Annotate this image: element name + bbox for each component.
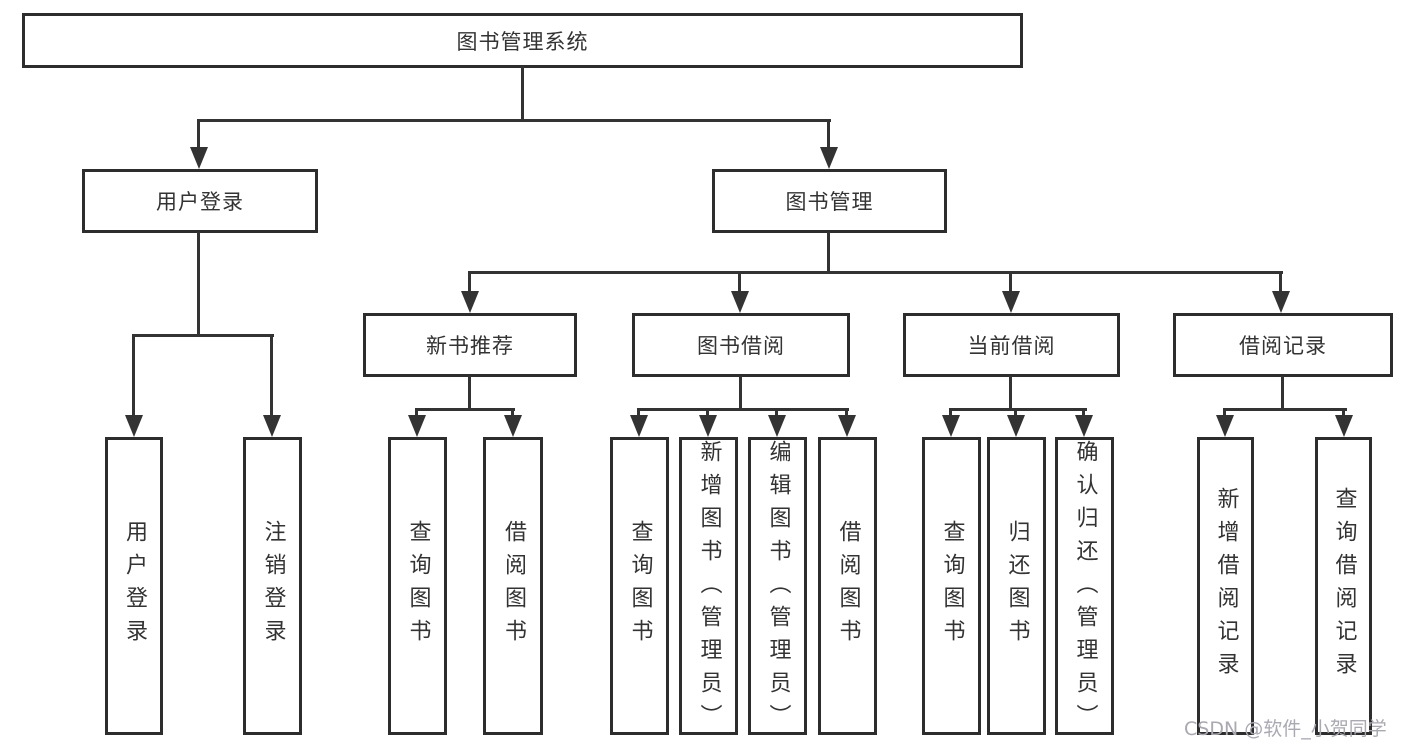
connector (197, 119, 831, 122)
arrow-down (942, 409, 960, 437)
node-user-login-label: 用户登录 (156, 190, 244, 214)
leaf-query-books-recommend: 查询图书 (388, 437, 447, 735)
csdn-watermark: CSDN @软件_小贺同学 (1184, 718, 1387, 740)
leaf-query-books-current-label: 查询图书 (939, 520, 965, 652)
arrow-down (1007, 409, 1025, 437)
arrow-down (461, 272, 479, 313)
arrow-down (699, 409, 717, 437)
arrow-down (820, 120, 838, 169)
leaf-query-books-recommend-label: 查询图书 (405, 520, 431, 652)
leaf-add-books-admin: 新增图书（管理员） (679, 437, 738, 737)
leaf-confirm-return-admin-label: 确认归还（管理员） (1072, 440, 1098, 737)
leaf-query-books-current: 查询图书 (922, 437, 981, 735)
leaf-borrow-books: 借阅图书 (818, 437, 877, 735)
arrow-down (1075, 409, 1093, 437)
arrow-down (408, 409, 426, 437)
leaf-logout-label: 注销登录 (260, 520, 286, 652)
connector (521, 66, 524, 122)
arrow-down (630, 409, 648, 437)
node-root: 图书管理系统 (22, 13, 1023, 68)
node-book-borrow-label: 图书借阅 (697, 334, 785, 358)
arrow-down (504, 409, 522, 437)
leaf-query-borrow-record: 查询借阅记录 (1315, 437, 1372, 735)
arrow-down (1272, 272, 1290, 313)
connector (415, 408, 515, 411)
node-new-book-recommend: 新书推荐 (363, 313, 577, 377)
arrow-down (731, 272, 749, 313)
leaf-return-books-label: 归还图书 (1004, 520, 1030, 652)
connector (468, 271, 1283, 274)
node-book-management-label: 图书管理 (785, 190, 874, 214)
connector (468, 376, 471, 411)
leaf-user-login-label: 用户登录 (122, 520, 147, 652)
leaf-borrow-books-recommend: 借阅图书 (483, 437, 543, 735)
connector (827, 232, 830, 274)
arrow-down (1002, 272, 1020, 313)
leaf-query-books-borrow-label: 查询图书 (627, 520, 653, 652)
node-book-borrow: 图书借阅 (632, 313, 850, 377)
connector (1281, 376, 1284, 411)
leaf-edit-books-admin-label: 编辑图书（管理员） (765, 440, 791, 737)
node-current-borrow: 当前借阅 (903, 313, 1120, 377)
leaf-borrow-books-label: 借阅图书 (835, 520, 861, 652)
leaf-edit-books-admin: 编辑图书（管理员） (748, 437, 807, 737)
connector (1009, 376, 1012, 411)
node-user-login: 用户登录 (82, 169, 318, 233)
leaf-query-borrow-record-label: 查询借阅记录 (1331, 487, 1357, 685)
leaf-add-books-admin-label: 新增图书（管理员） (696, 440, 722, 737)
leaf-confirm-return-admin: 确认归还（管理员） (1055, 437, 1114, 737)
arrow-down (838, 409, 856, 437)
node-borrow-records-label: 借阅记录 (1239, 334, 1327, 358)
node-root-label: 图书管理系统 (456, 29, 589, 54)
leaf-return-books: 归还图书 (987, 437, 1046, 735)
arrow-down (125, 335, 143, 437)
connector (739, 376, 742, 411)
arrow-down (768, 409, 786, 437)
leaf-query-books-borrow: 查询图书 (610, 437, 669, 735)
arrow-down (263, 335, 281, 437)
leaf-logout: 注销登录 (243, 437, 302, 735)
node-current-borrow-label: 当前借阅 (967, 334, 1056, 358)
connector (637, 408, 849, 411)
leaf-borrow-books-recommend-label: 借阅图书 (501, 520, 526, 652)
leaf-add-borrow-record: 新增借阅记录 (1197, 437, 1254, 735)
arrow-down (190, 120, 208, 169)
arrow-down (1216, 409, 1234, 437)
connector (949, 408, 1087, 411)
node-book-management: 图书管理 (712, 169, 947, 233)
leaf-user-login: 用户登录 (105, 437, 163, 735)
node-borrow-records: 借阅记录 (1173, 313, 1393, 377)
connector (1223, 408, 1347, 411)
connector (197, 232, 200, 337)
arrow-down (1335, 409, 1353, 437)
node-new-book-recommend-label: 新书推荐 (426, 334, 514, 358)
connector (132, 334, 274, 337)
leaf-add-borrow-record-label: 新增借阅记录 (1213, 487, 1239, 685)
